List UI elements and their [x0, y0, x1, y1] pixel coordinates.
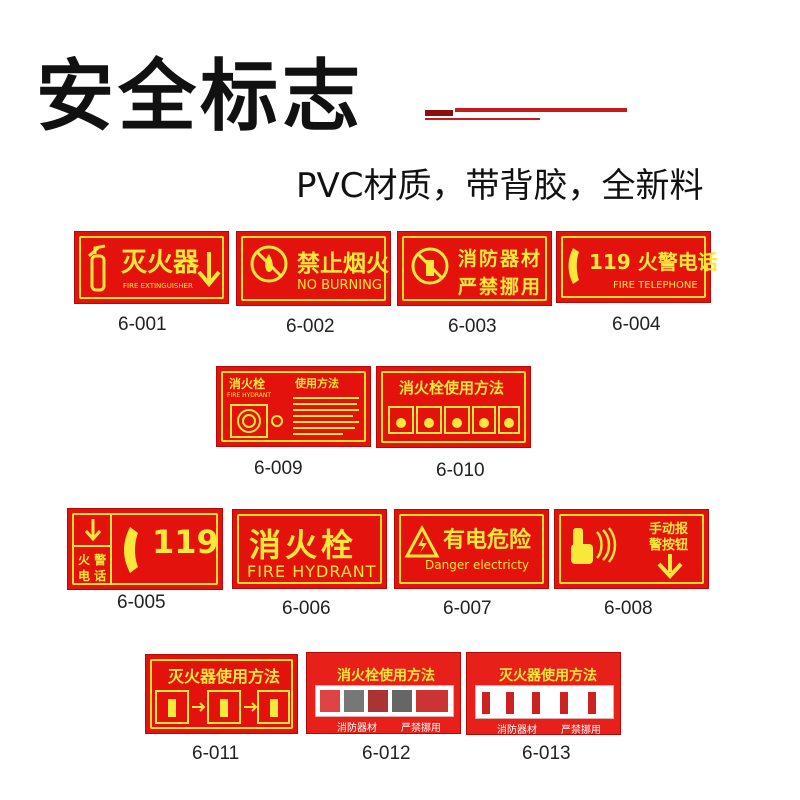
sign-code: 6-012: [362, 743, 411, 764]
telephone-icon: [124, 527, 138, 573]
sign-6-007: 有电危险 Danger electricty: [394, 509, 549, 589]
sign-6-001: 灭火器 FIRE EXTINGUISHER: [74, 231, 229, 304]
sign-code: 6-013: [522, 743, 571, 764]
no-moving-equipment-icon: [411, 247, 449, 285]
sign-6-008: 手动报 警按钮: [554, 509, 709, 589]
sign-6-005: 火 警 电 话 119: [67, 508, 223, 590]
sign-6-013: 灭火器使用方法 消防器材 严禁挪用: [466, 652, 621, 736]
sign-6-004: 119 火警电话 FIRE TELEPHONE: [556, 231, 718, 303]
fire-extinguisher-icon: [88, 244, 106, 292]
arrow-down-icon: [657, 554, 683, 579]
arrow-down-icon: [84, 519, 102, 542]
instruction-text-lines: [293, 393, 363, 439]
sign-6-003: 消防器材 严禁挪用: [397, 231, 552, 306]
telephone-icon: [568, 248, 579, 284]
sign-6-010: 消火栓使用方法: [376, 366, 531, 448]
usage-steps-icon: [155, 690, 290, 724]
sign-code: 6-002: [286, 316, 335, 337]
sign-6-006: 消火栓 FIRE HYDRANT: [232, 509, 387, 589]
sign-code: 6-010: [436, 460, 485, 481]
sign-6-011: 灭火器使用方法: [145, 654, 298, 734]
instruction-panel: [475, 685, 614, 719]
arrow-down-icon: [197, 252, 221, 288]
sign-code: 6-008: [604, 598, 653, 619]
no-fire-icon: [250, 245, 288, 283]
sign-code: 6-009: [254, 458, 303, 479]
high-voltage-icon: [404, 524, 440, 558]
sign-code: 6-005: [117, 592, 166, 613]
sign-6-002: 禁止烟火 NO BURNING: [236, 231, 391, 306]
hose-reel-icon: [230, 404, 283, 438]
sign-code: 6-007: [443, 598, 492, 619]
sign-code: 6-003: [448, 316, 497, 337]
sign-code: 6-006: [282, 598, 331, 619]
usage-steps-icon: [388, 406, 520, 434]
alarm-button-icon: [571, 527, 617, 564]
sign-6-009: 消火栓 FIRE HYDRANT 使用方法: [216, 366, 371, 447]
sign-6-012: 消火栓使用方法 消防器材 严禁挪用: [306, 652, 461, 734]
sign-code: 6-011: [192, 743, 240, 764]
page-title: 安全标志: [36, 52, 365, 142]
page-subtitle: PVC材质，带背胶，全新料: [296, 166, 704, 206]
instruction-panel: [315, 685, 454, 717]
sign-code: 6-001: [118, 314, 167, 335]
sign-code: 6-004: [612, 314, 661, 335]
